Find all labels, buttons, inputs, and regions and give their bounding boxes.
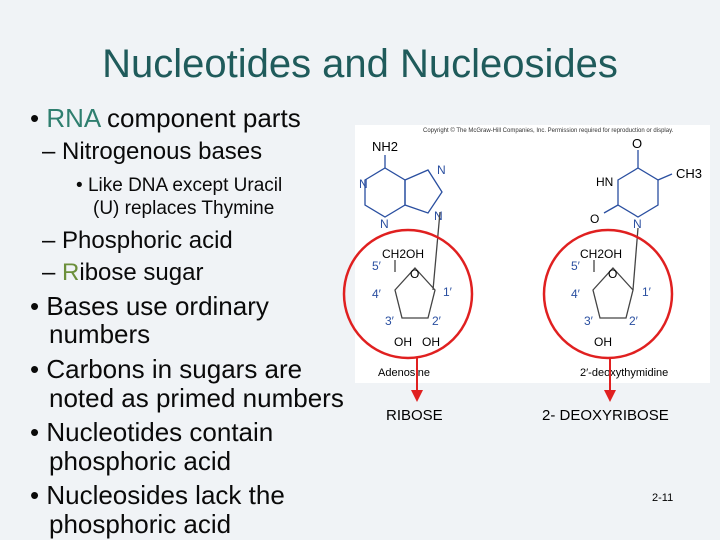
ribose-caption: RIBOSE	[386, 407, 443, 424]
left-pos-5: 5′	[372, 259, 382, 273]
right-hn-label: HN	[596, 175, 613, 189]
adenosine-label: Adenosine	[378, 367, 430, 379]
right-ch2oh-label: CH2OH	[580, 247, 622, 261]
right-pos-2: 2′	[629, 314, 639, 328]
bullet-nucleotides-text: Nucleotides contain	[46, 417, 274, 447]
left-ring-o-label: O	[410, 267, 419, 281]
right-n-label: N	[633, 217, 642, 231]
right-pos-3: 3′	[584, 314, 594, 328]
left-nh2-label: NH2	[372, 139, 398, 154]
left-pos-1: 1′	[443, 285, 453, 299]
bullet-primed-numbers: • Carbons in sugars are	[30, 354, 303, 384]
slide-title: Nucleotides and Nucleosides	[102, 42, 618, 86]
left-n9-label: N	[434, 209, 443, 223]
bullet-nucleosides-text: Nucleosides lack the	[46, 480, 285, 510]
right-o-left-label: O	[590, 212, 599, 226]
left-n3-label: N	[380, 217, 389, 231]
left-n1-label: N	[359, 177, 368, 191]
ribose-initial: R	[62, 259, 80, 286]
adenine-base	[364, 155, 443, 218]
thymine-base	[603, 150, 673, 218]
bullet-nucleotides-cont: phosphoric acid	[49, 446, 232, 476]
right-deoxyribose-highlight	[542, 228, 674, 360]
left-glycosidic-bond	[432, 211, 441, 291]
left-ch2oh-label: CH2OH	[382, 247, 424, 261]
left-n7-label: N	[437, 163, 446, 177]
sub-bullet-ribose: – Ribose sugar	[42, 259, 204, 286]
left-pos-3: 3′	[385, 314, 395, 328]
bullet-rna-components: • RNA component parts	[30, 103, 301, 133]
bullet-rna-rest: component parts	[99, 103, 301, 133]
subsub-bullet-uracil-cont: (U) replaces Thymine	[93, 198, 275, 219]
left-oh-3-label: OH	[394, 335, 412, 349]
right-o-top-label: O	[632, 136, 642, 151]
bullet-nucleosides-cont: phosphoric acid	[49, 509, 232, 539]
figure-copyright: Copyright © The McGraw-Hill Companies, I…	[423, 128, 674, 134]
left-ribose-ring	[394, 260, 436, 319]
right-deoxyribose-ring	[592, 260, 634, 319]
bullet-ordinary-numbers: • Bases use ordinary	[30, 291, 269, 321]
subsub-bullet-uracil-text: Like DNA except Uracil	[87, 175, 283, 196]
bullet-primed-numbers-cont: noted as primed numbers	[49, 383, 344, 413]
sub-bullet-phosphoric: – Phosphoric acid	[42, 227, 233, 254]
bullet-ordinary-numbers-cont: numbers	[49, 319, 151, 349]
bullet-nucleotides: • Nucleotides contain	[30, 417, 274, 447]
left-pos-2: 2′	[432, 314, 442, 328]
sub-bullet-bases: – Nitrogenous bases	[42, 138, 263, 165]
bullet-rna-term: RNA	[46, 103, 100, 133]
bullet-ordinary-numbers-text: Bases use ordinary	[46, 291, 269, 321]
bullet-primed-numbers-text: Carbons in sugars are	[46, 354, 303, 384]
deoxyribose-caption: 2- DEOXYRIBOSE	[542, 407, 669, 424]
left-pos-4: 4′	[372, 287, 382, 301]
right-ch3-label: CH3	[676, 166, 702, 181]
sub-bullet-phosphoric-text: Phosphoric acid	[62, 227, 233, 254]
right-ring-o-label: O	[608, 267, 617, 281]
right-pos-4: 4′	[571, 287, 581, 301]
bullet-nucleosides: • Nucleosides lack the	[30, 480, 285, 510]
deoxythymidine-label: 2′-deoxythymidine	[580, 367, 668, 379]
left-oh-2-label: OH	[422, 335, 440, 349]
sub-bullet-bases-text: Nitrogenous bases	[62, 138, 263, 165]
left-ribose-highlight	[342, 228, 474, 360]
right-glycosidic-bond	[632, 227, 639, 291]
page-number: 2-11	[652, 492, 674, 504]
right-oh-label: OH	[594, 335, 612, 349]
ribose-rest: ibose sugar	[79, 259, 204, 286]
subsub-bullet-uracil: • Like DNA except Uracil	[76, 175, 283, 196]
right-pos-5: 5′	[571, 259, 581, 273]
right-pos-1: 1′	[642, 285, 652, 299]
